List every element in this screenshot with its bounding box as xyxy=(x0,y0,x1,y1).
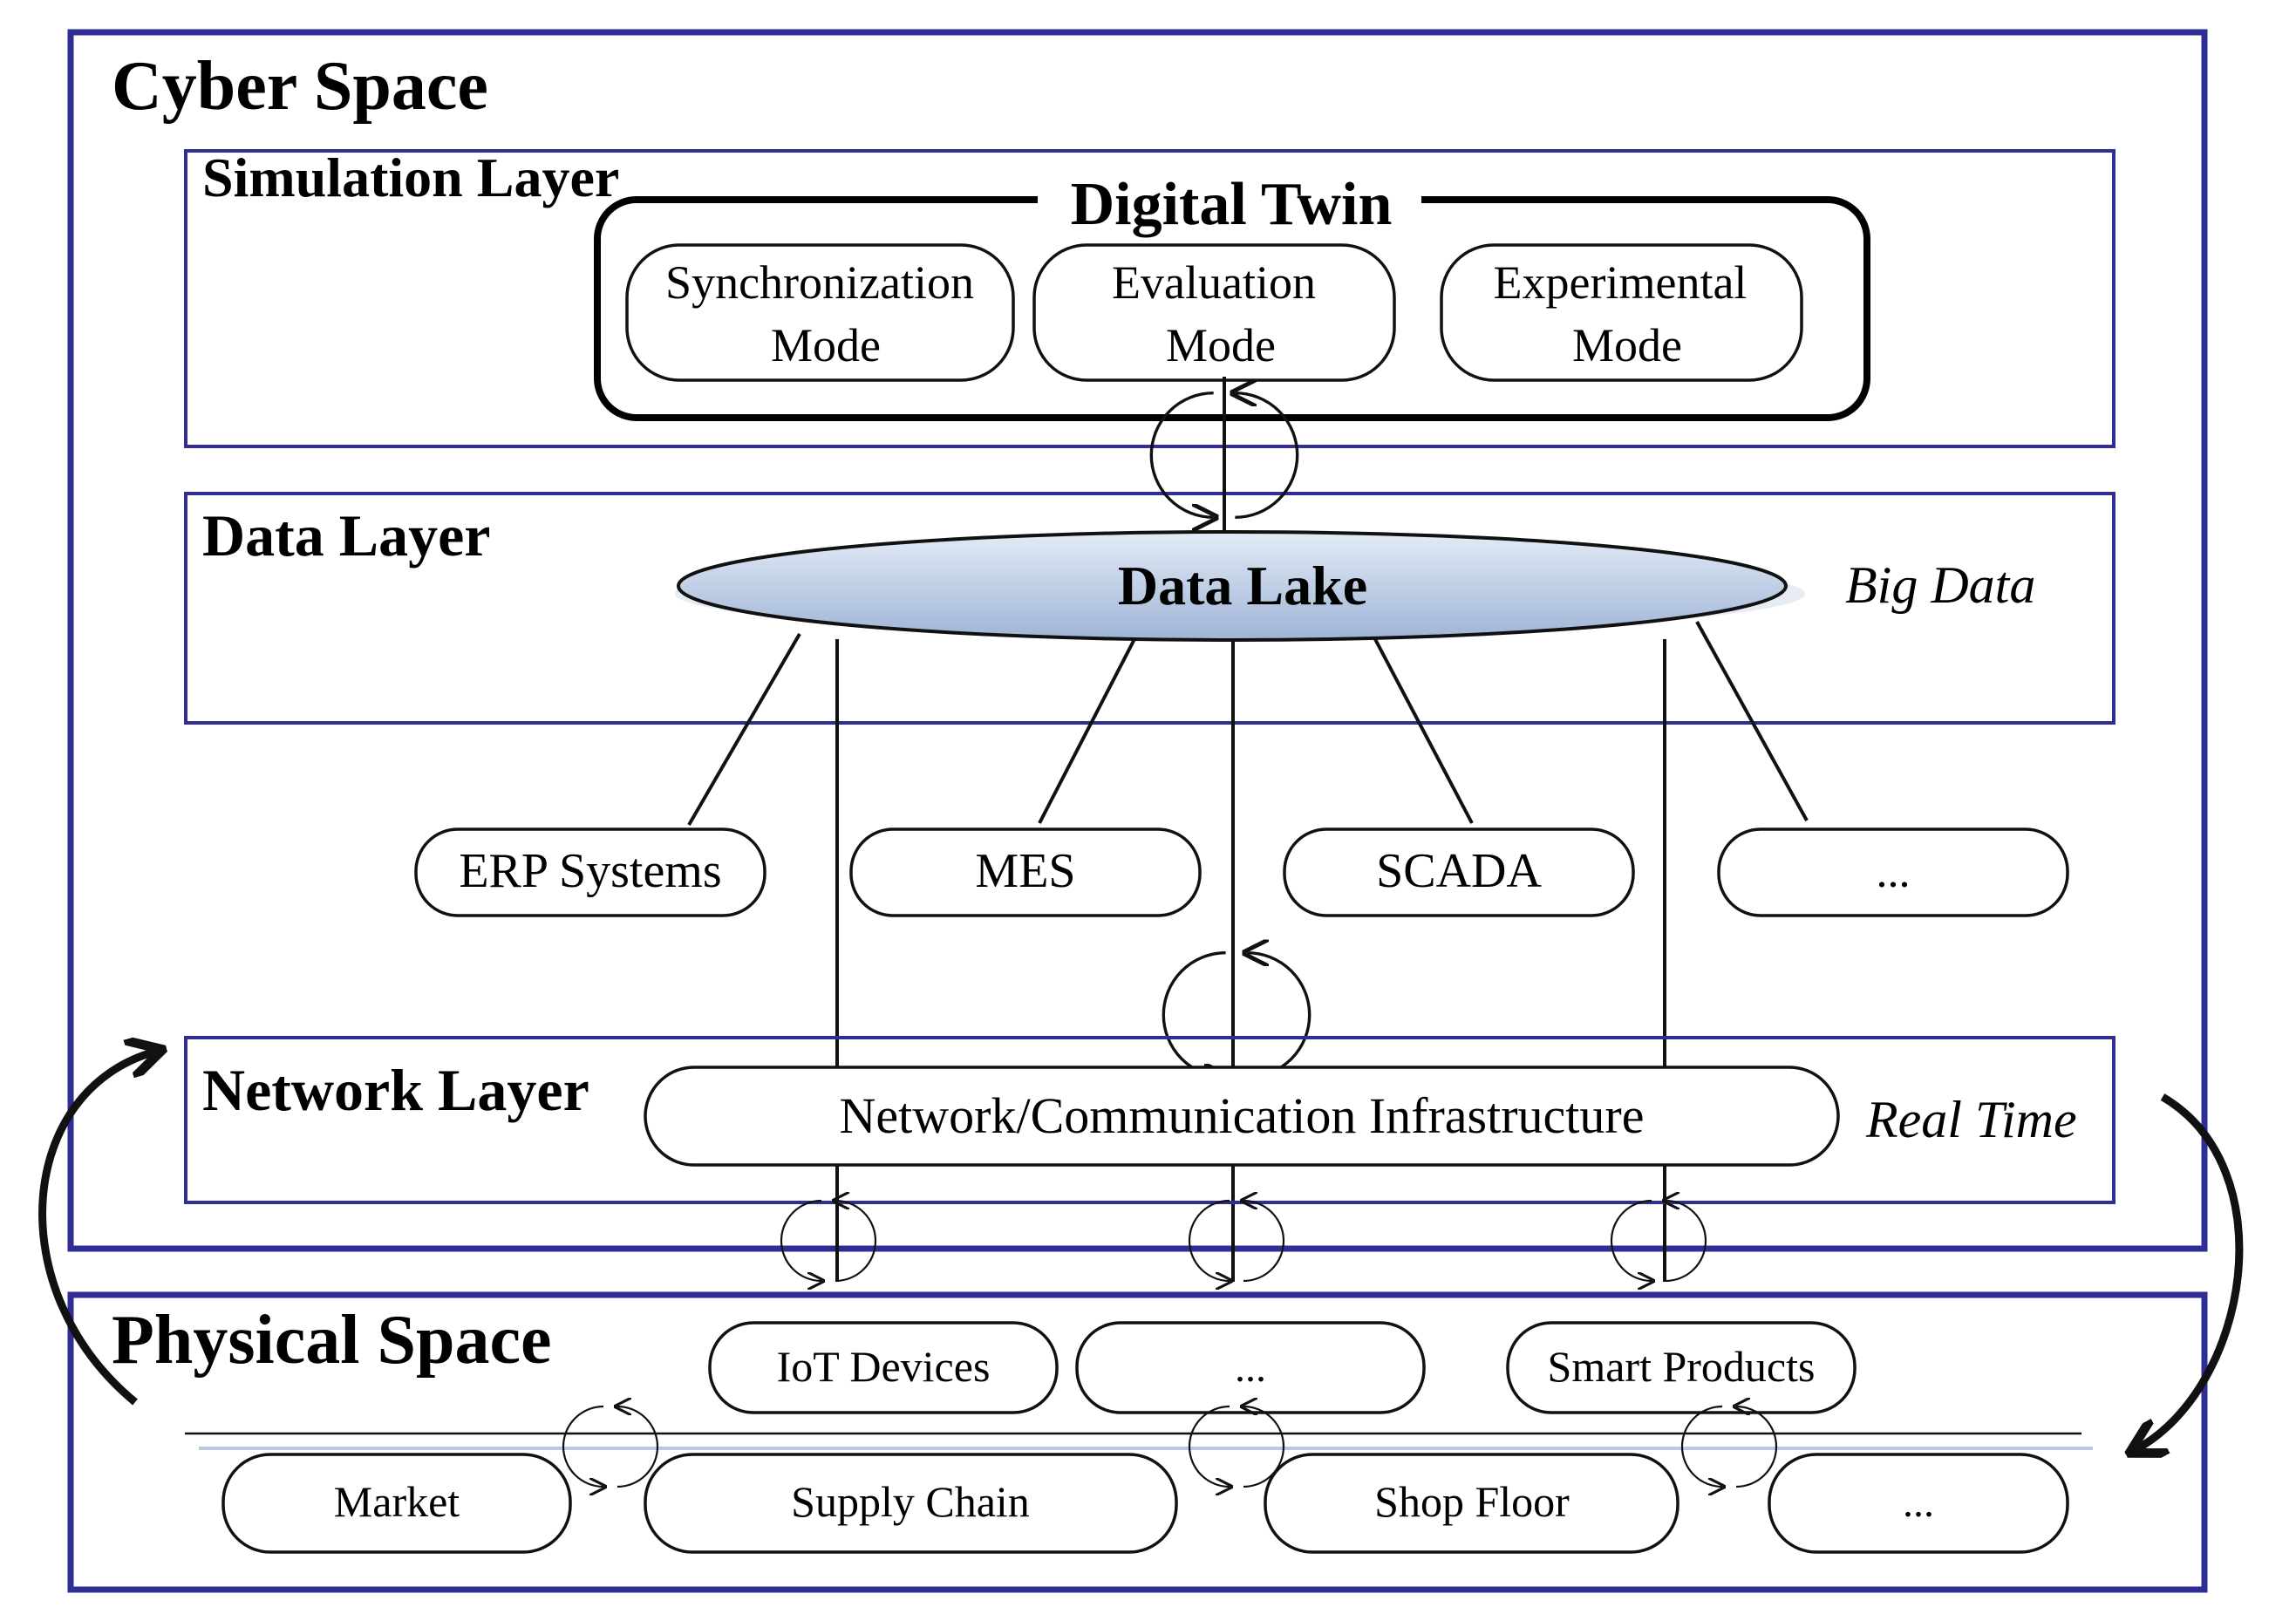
sync-cycle-icon xyxy=(1611,1201,1706,1281)
synchronization-mode: Synchronization Mode xyxy=(625,243,1015,382)
device-label: Smart Products xyxy=(1548,1342,1816,1391)
source-label: ERP Systems xyxy=(459,844,721,898)
cyber-space-frame xyxy=(67,29,2208,1252)
source-more: ... xyxy=(1717,827,2069,917)
network-infrastructure-box xyxy=(644,1066,1840,1167)
source-mes: MES xyxy=(849,827,1202,917)
source-scada: SCADA xyxy=(1283,827,1635,917)
data-lake: Data Lake xyxy=(675,530,1805,642)
network-layer-frame xyxy=(184,1036,2115,1204)
source-label: SCADA xyxy=(1376,844,1542,898)
sync-cycle-icon xyxy=(1189,1201,1284,1281)
physical-to-cyber-arrow xyxy=(38,1052,155,1406)
real-time-annotation: Real Time xyxy=(1865,1091,2077,1148)
cyber-space-title: Cyber Space xyxy=(112,48,488,125)
device-smart-products: Smart Products xyxy=(1506,1321,1857,1414)
device-iot: IoT Devices xyxy=(708,1321,1059,1414)
physical-space-frame xyxy=(67,1291,2208,1593)
source-connectors xyxy=(687,621,1809,1282)
mode-label-line2: Mode xyxy=(1166,319,1276,371)
simulation-layer-frame xyxy=(184,149,2115,448)
digital-twin-title-mask xyxy=(1038,166,1421,234)
domain-label: Shop Floor xyxy=(1374,1477,1570,1526)
simulation-layer-title: Simulation Layer xyxy=(202,146,619,208)
simulation-layer: Simulation Layer Digital Twin Synchroniz… xyxy=(184,146,2115,448)
source-erp: ERP Systems xyxy=(414,827,766,917)
digital-twin: Digital Twin Synchronization Mode Evalua… xyxy=(594,166,1870,421)
digital-twin-title: Digital Twin xyxy=(1071,171,1393,238)
device-label: IoT Devices xyxy=(777,1342,991,1391)
mode-label-line2: Mode xyxy=(1572,319,1682,371)
evaluation-mode: Evaluation Mode xyxy=(1032,243,1396,382)
big-data-annotation: Big Data xyxy=(1845,556,2035,614)
mode-label-line1: Experimental xyxy=(1494,256,1748,309)
sync-cycle-icon xyxy=(1163,953,1309,1078)
source-label: MES xyxy=(975,844,1075,898)
experimental-mode: Experimental Mode xyxy=(1440,243,1803,382)
mode-label-line2: Mode xyxy=(771,319,881,371)
mode-label-line1: Synchronization xyxy=(665,256,974,309)
domain-label: Supply Chain xyxy=(791,1477,1030,1526)
network-layer: Network Layer Network/Communication Infr… xyxy=(184,1036,2115,1204)
physical-devices: IoT Devices ... Smart Products xyxy=(708,1321,1857,1414)
network-layer-title: Network Layer xyxy=(202,1057,589,1123)
data-layer: Data Layer Data Lake Big Data xyxy=(184,377,2115,1282)
domain-more: ... xyxy=(1768,1453,2069,1554)
physical-space-title: Physical Space xyxy=(112,1302,551,1379)
cyber-space: Cyber Space Simulation Layer Digital Twi… xyxy=(67,29,2208,1282)
physical-space: Physical Space IoT Devices ... Smart Pro… xyxy=(67,1291,2208,1593)
source-systems: ERP Systems MES SCADA ... xyxy=(414,827,2069,917)
data-lake-label: Data Lake xyxy=(1118,555,1367,616)
mode-label-line1: Evaluation xyxy=(1112,256,1316,309)
domain-supply-chain: Supply Chain xyxy=(644,1453,1178,1554)
device-label: ... xyxy=(1235,1345,1266,1391)
data-layer-frame xyxy=(184,492,2115,725)
data-lake-ellipse xyxy=(677,530,1788,642)
data-layer-title: Data Layer xyxy=(202,502,490,569)
cyber-to-physical-arrow xyxy=(2136,1093,2244,1449)
network-infrastructure-label: Network/Communication Infrastructure xyxy=(840,1087,1645,1144)
source-label: ... xyxy=(1877,848,1911,897)
domain-market: Market xyxy=(221,1453,572,1554)
device-more: ... xyxy=(1075,1321,1426,1414)
physical-domains: Market Supply Chain Shop Floor ... xyxy=(221,1453,2069,1554)
sync-cycle-icon xyxy=(781,1201,875,1281)
domain-label: ... xyxy=(1903,1480,1934,1526)
domain-label: Market xyxy=(334,1477,460,1526)
domain-shop-floor: Shop Floor xyxy=(1264,1453,1679,1554)
